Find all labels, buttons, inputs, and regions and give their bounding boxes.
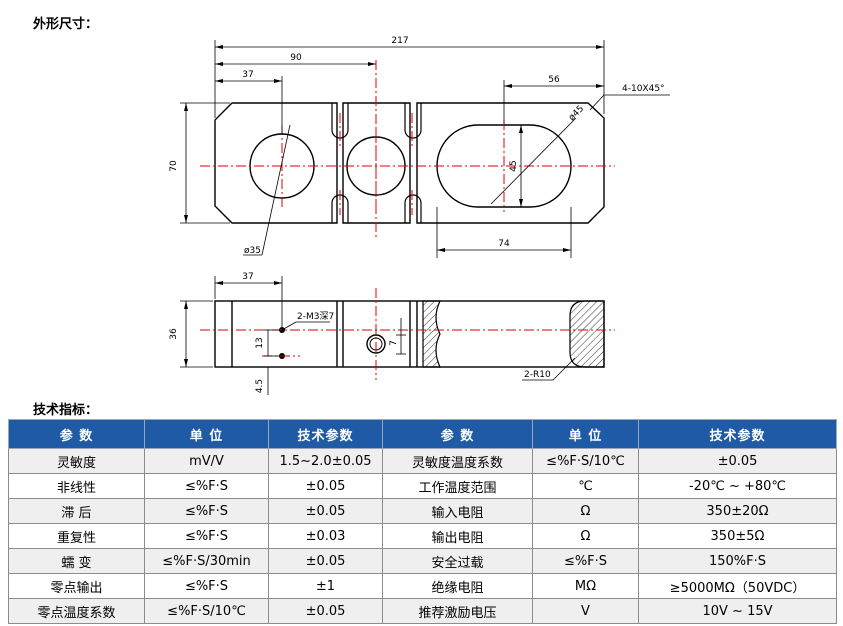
- table-cell: Ω: [532, 498, 639, 524]
- table-cell: 滞 后: [8, 498, 145, 524]
- table-cell: ±0.05: [638, 448, 837, 474]
- table-row: 灵敏度 mV/V 1.5~2.0±0.05 灵敏度温度系数 ≤%F·S/10℃ …: [8, 448, 837, 474]
- side-center-lines: [200, 288, 615, 380]
- top-view-outline: [214, 102, 605, 224]
- spec-table: 参 数 单 位 技术参数 参 数 单 位 技术参数 灵敏度 mV/V 1.5~2…: [8, 419, 837, 624]
- top-center-lines: [200, 60, 615, 238]
- side-hole: [366, 334, 386, 354]
- header-param-2: 参 数: [382, 419, 533, 449]
- arrowheads-top: [184, 45, 604, 252]
- chamfer-note: 4-10X45°: [622, 84, 665, 94]
- dim-overall-length: 217: [391, 36, 408, 46]
- header-value-2: 技术参数: [638, 419, 837, 449]
- specs-heading: 技术指标：: [33, 403, 99, 418]
- table-cell: ≤%F·S: [144, 498, 269, 524]
- header-unit-2: 单 位: [532, 419, 639, 449]
- dim-13: 13: [255, 337, 265, 348]
- table-cell: 非线性: [8, 473, 145, 499]
- table-cell: mV/V: [144, 448, 269, 474]
- table-row: 重复性 ≤%F·S ±0.03 输出电阻 Ω 350±5Ω: [8, 523, 837, 549]
- thread-note: 2-M3深7: [297, 311, 334, 322]
- table-cell: V: [532, 598, 639, 624]
- dia-45-label: ø45: [567, 104, 586, 123]
- table-cell: 推荐激励电压: [382, 598, 533, 624]
- table-cell: 1.5~2.0±0.05: [268, 448, 383, 474]
- table-cell: 输入电阻: [382, 498, 533, 524]
- table-cell: ±0.05: [268, 473, 383, 499]
- table-cell: ≤%F·S: [144, 473, 269, 499]
- table-cell: MΩ: [532, 573, 639, 599]
- table-cell: ℃: [532, 473, 639, 499]
- table-cell: 零点温度系数: [8, 598, 145, 624]
- side-view-outline: [214, 300, 605, 368]
- table-cell: ≤%F·S: [532, 548, 639, 574]
- table-cell: 灵敏度温度系数: [382, 448, 533, 474]
- table-cell: ±0.05: [268, 548, 383, 574]
- table-cell: 工作温度范围: [382, 473, 533, 499]
- header-param: 参 数: [8, 419, 145, 449]
- table-cell: 绝缘电阻: [382, 573, 533, 599]
- arrowheads-side: [184, 281, 282, 367]
- table-cell: ±1: [268, 573, 383, 599]
- table-cell: 重复性: [8, 523, 145, 549]
- dim-37-side: 37: [242, 272, 253, 282]
- table-cell: ≤%F·S/10℃: [532, 448, 639, 474]
- dim-56: 56: [548, 75, 560, 85]
- table-row: 滞 后 ≤%F·S ±0.05 输入电阻 Ω 350±20Ω: [8, 498, 837, 524]
- table-cell: 350±20Ω: [638, 498, 837, 524]
- dim-slot-height-45: 45: [509, 160, 519, 171]
- table-cell: 零点输出: [8, 573, 145, 599]
- table-cell: ±0.05: [268, 498, 383, 524]
- table-cell: ±0.03: [268, 523, 383, 549]
- dia-35-label: ø35: [244, 246, 261, 256]
- table-cell: 安全过载: [382, 548, 533, 574]
- table-cell: 输出电阻: [382, 523, 533, 549]
- header-value: 技术参数: [268, 419, 383, 449]
- dim-height-36: 36: [169, 328, 179, 340]
- dim-4-5: 4.5: [255, 379, 265, 393]
- section-hatch-left: [422, 300, 441, 368]
- table-row: 零点温度系数 ≤%F·S/10℃ ±0.05 推荐激励电压 V 10V ~ 15…: [8, 598, 837, 624]
- table-cell: ≤%F·S/10℃: [144, 598, 269, 624]
- spec-table-header: 参 数 单 位 技术参数 参 数 单 位 技术参数: [8, 419, 837, 449]
- dim-slot-length-74: 74: [498, 239, 510, 249]
- table-row: 零点输出 ≤%F·S ±1 绝缘电阻 MΩ ≥5000MΩ（50VDC）: [8, 573, 837, 599]
- header-unit: 单 位: [144, 419, 269, 449]
- dim-90: 90: [290, 53, 302, 63]
- technical-drawing: 217 90 37 56 4-10X45° 70 ø35 ø45 45 74: [169, 36, 670, 395]
- table-cell: 蠕 变: [8, 548, 145, 574]
- table-cell: 10V ~ 15V: [638, 598, 837, 624]
- table-cell: 150%F·S: [638, 548, 837, 574]
- table-cell: ≤%F·S: [144, 573, 269, 599]
- side-dimension-lines: [180, 276, 576, 395]
- table-cell: ≥5000MΩ（50VDC）: [638, 573, 837, 599]
- table-cell: Ω: [532, 523, 639, 549]
- dim-7: 7: [389, 340, 399, 346]
- section-hatch-right: [569, 300, 605, 368]
- radius-note: 2-R10: [524, 370, 551, 380]
- table-cell: -20℃ ~ +80℃: [638, 473, 837, 499]
- table-cell: ±0.05: [268, 598, 383, 624]
- dim-height-70: 70: [169, 160, 179, 172]
- table-cell: 350±5Ω: [638, 523, 837, 549]
- table-cell: ≤%F·S: [144, 523, 269, 549]
- dim-37-top: 37: [242, 70, 253, 80]
- table-row: 非线性 ≤%F·S ±0.05 工作温度范围 ℃ -20℃ ~ +80℃: [8, 473, 837, 499]
- table-cell: 灵敏度: [8, 448, 145, 474]
- dimensions-heading: 外形尺寸：: [33, 17, 99, 32]
- table-cell: ≤%F·S/30min: [144, 548, 269, 574]
- top-dimension-lines: [180, 40, 670, 258]
- table-row: 蠕 变 ≤%F·S/30min ±0.05 安全过载 ≤%F·S 150%F·S: [8, 548, 837, 574]
